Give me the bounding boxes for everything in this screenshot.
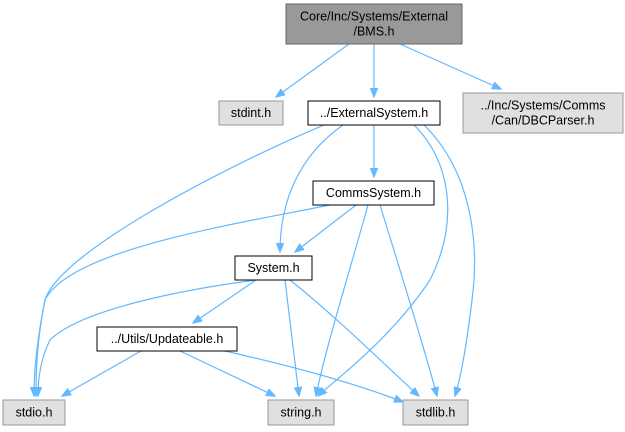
edge-comms-system-h-to-string-h bbox=[316, 204, 369, 396]
node-stdint-h[interactable]: stdint.h bbox=[218, 100, 284, 126]
node-label-external-system-h-line-1: ../ExternalSystem.h bbox=[320, 106, 428, 120]
edge-updateable-h-to-stdlib-h bbox=[224, 350, 403, 402]
node-label-stdint-h-line-1: stdint.h bbox=[231, 106, 271, 120]
node-box-system-h bbox=[234, 255, 313, 281]
node-box-updateable-h bbox=[96, 326, 238, 352]
edge-external-system-h-to-stdlib-h bbox=[423, 124, 476, 396]
edge-system-h-to-stdio-h bbox=[38, 279, 257, 396]
node-label-bms-h-line-1: Core/Inc/Systems/External bbox=[300, 10, 448, 24]
edge-comms-system-h-to-stdio-h bbox=[36, 204, 331, 396]
node-label-comms-system-h-line-1: CommsSystem.h bbox=[326, 186, 421, 200]
edge-system-h-to-string-h bbox=[284, 279, 299, 396]
node-bms-h[interactable]: Core/Inc/Systems/External/BMS.h bbox=[285, 3, 463, 45]
node-label-stdio-h-line-1: stdio.h bbox=[16, 406, 53, 420]
node-system-h[interactable]: System.h bbox=[234, 255, 313, 281]
node-string-h[interactable]: string.h bbox=[267, 399, 335, 426]
node-box-stdio-h bbox=[2, 399, 66, 426]
node-comms-system-h[interactable]: CommsSystem.h bbox=[312, 180, 435, 206]
edge-updateable-h-to-string-h bbox=[179, 350, 275, 396]
node-label-dbcparser-h-line-1: ../Inc/Systems/Comms bbox=[480, 99, 605, 113]
node-label-system-h-line-1: System.h bbox=[247, 261, 299, 275]
edge-comms-system-h-to-system-h bbox=[295, 204, 357, 252]
edge-system-h-to-stdlib-h bbox=[289, 279, 419, 396]
edge-bms-h-to-stdint-h bbox=[276, 43, 350, 97]
edge-external-system-h-to-stdio-h bbox=[34, 124, 325, 396]
header-nodes: Core/Inc/Systems/External/BMS.h stdint.h.… bbox=[2, 3, 624, 426]
node-box-dbcparser-h bbox=[462, 92, 624, 134]
node-label-string-h-line-1: string.h bbox=[281, 406, 322, 420]
node-box-bms-h bbox=[285, 3, 463, 45]
edge-bms-h-to-dbcparser-h bbox=[399, 43, 501, 89]
node-box-stdlib-h bbox=[402, 399, 469, 426]
node-label-updateable-h-line-1: ../Utils/Updateable.h bbox=[111, 332, 224, 346]
node-dbcparser-h[interactable]: ../Inc/Systems/Comms/Can/DBCParser.h bbox=[462, 92, 624, 134]
node-box-comms-system-h bbox=[312, 180, 435, 206]
node-label-stdlib-h-line-1: stdlib.h bbox=[416, 406, 456, 420]
node-stdlib-h[interactable]: stdlib.h bbox=[402, 399, 469, 426]
node-box-external-system-h bbox=[307, 100, 441, 126]
node-box-stdint-h bbox=[218, 100, 284, 126]
edge-system-h-to-updateable-h bbox=[193, 279, 257, 323]
node-external-system-h[interactable]: ../ExternalSystem.h bbox=[307, 100, 441, 126]
node-label-dbcparser-h-line-2: /Can/DBCParser.h bbox=[492, 114, 595, 128]
edge-comms-system-h-to-stdlib-h bbox=[379, 204, 437, 396]
node-updateable-h[interactable]: ../Utils/Updateable.h bbox=[96, 326, 238, 352]
edge-updateable-h-to-stdio-h bbox=[62, 350, 142, 396]
edge-external-system-h-to-system-h bbox=[280, 124, 344, 252]
node-label-bms-h-line-2: /BMS.h bbox=[354, 25, 395, 39]
node-stdio-h[interactable]: stdio.h bbox=[2, 399, 66, 426]
edge-external-system-h-to-string-h bbox=[318, 124, 449, 396]
node-box-string-h bbox=[267, 399, 335, 426]
dependency-edges bbox=[34, 43, 501, 402]
